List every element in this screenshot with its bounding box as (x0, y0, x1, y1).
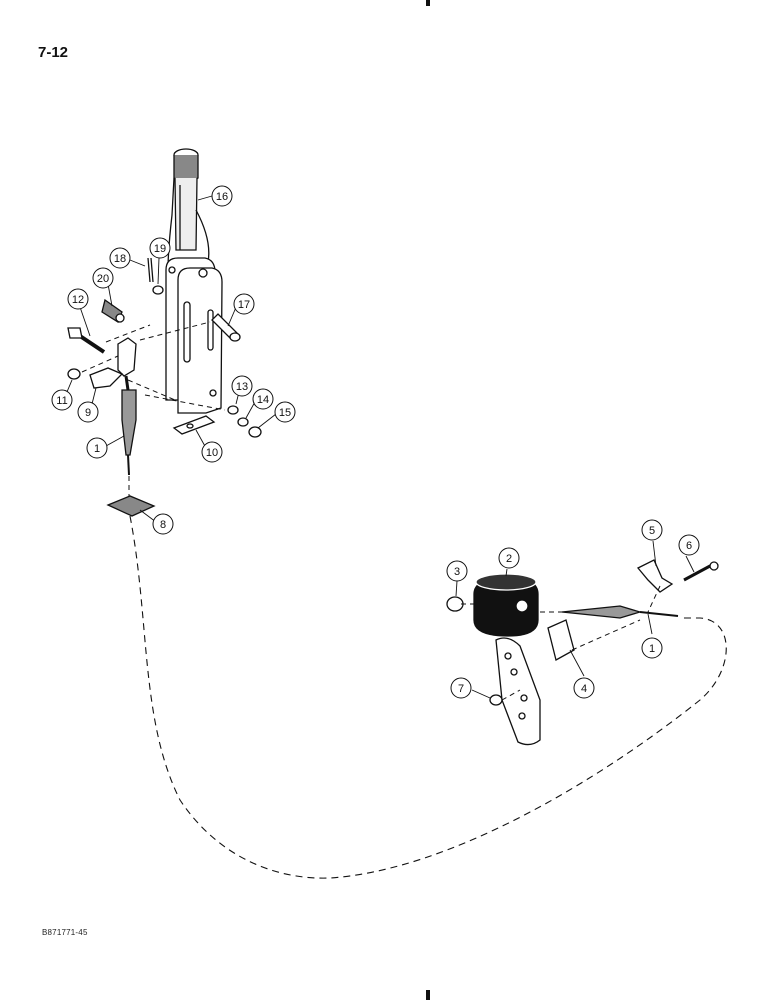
svg-text:10: 10 (206, 447, 218, 459)
pin (211, 313, 241, 342)
callout-11: 11 (51, 389, 73, 411)
callout-8: 8 (152, 513, 174, 535)
svg-text:2: 2 (506, 553, 512, 565)
callout-13: 13 (231, 375, 253, 397)
callout-2: 2 (498, 547, 520, 569)
shift-lever (167, 148, 210, 271)
svg-text:3: 3 (454, 566, 460, 578)
callout-7: 7 (450, 677, 472, 699)
svg-text:4: 4 (581, 683, 587, 695)
svg-text:19: 19 (154, 243, 166, 255)
svg-text:1: 1 (649, 643, 655, 655)
svg-text:11: 11 (56, 395, 67, 407)
callout-15: 15 (274, 401, 296, 423)
svg-text:9: 9 (85, 407, 91, 419)
callout-9: 9 (77, 401, 99, 423)
callout-16: 16 (211, 185, 233, 207)
callout-14: 14 (252, 388, 274, 410)
svg-text:6: 6 (686, 540, 692, 552)
callout-20: 20 (92, 267, 114, 289)
callout-6: 6 (678, 534, 700, 556)
callout-12: 12 (67, 288, 89, 310)
callout-10: 10 (201, 441, 223, 463)
svg-text:13: 13 (236, 381, 248, 393)
svg-text:1: 1 (94, 443, 100, 455)
callout-4: 4 (573, 677, 595, 699)
svg-text:18: 18 (114, 253, 126, 265)
svg-text:7: 7 (458, 683, 464, 695)
svg-text:16: 16 (216, 191, 228, 203)
callout-1-left: 1 (86, 437, 108, 459)
callout-3: 3 (446, 560, 468, 582)
callout-1-right: 1 (641, 637, 663, 659)
callout-19: 19 (149, 237, 171, 259)
svg-text:5: 5 (649, 525, 655, 537)
top-edge-mark (426, 0, 430, 6)
bottom-edge-mark (426, 990, 430, 1000)
svg-text:17: 17 (238, 299, 250, 311)
lever-bracket (165, 257, 223, 414)
svg-text:14: 14 (257, 394, 269, 406)
callout-18: 18 (109, 247, 131, 269)
knob (473, 573, 539, 637)
svg-text:12: 12 (72, 294, 84, 306)
document-code: B871771-45 (42, 928, 88, 937)
page-number: 7-12 (38, 44, 69, 61)
svg-text:8: 8 (160, 519, 166, 531)
callout-17: 17 (233, 293, 255, 315)
svg-text:15: 15 (279, 407, 291, 419)
cable-clevis (117, 337, 137, 476)
callouts: 16 18 19 20 12 17 11 9 1 10 13 14 15 8 3… (51, 185, 700, 699)
svg-text:20: 20 (97, 273, 109, 285)
callout-5: 5 (641, 519, 663, 541)
